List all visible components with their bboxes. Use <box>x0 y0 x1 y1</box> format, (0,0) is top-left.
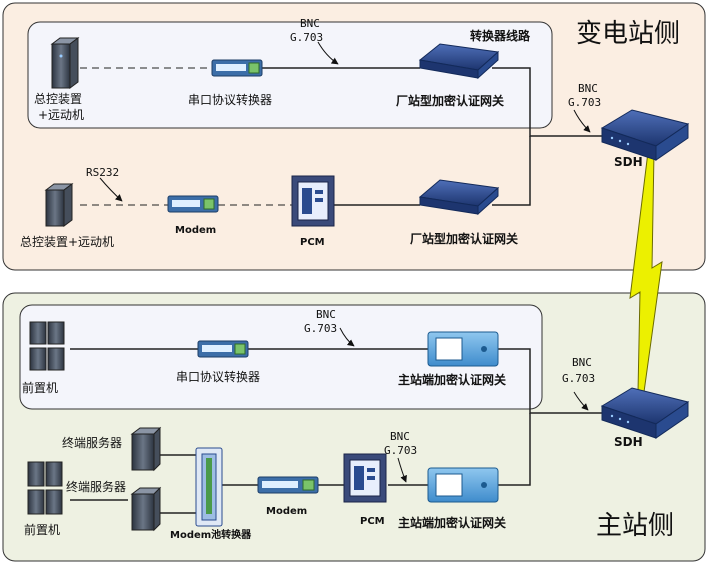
sdh-label: SDH <box>614 155 643 169</box>
bnc-pointer-top <box>317 41 339 65</box>
g703-label: G.703 <box>568 96 601 109</box>
bnc-label: BNC <box>316 308 336 321</box>
gateway-label: 厂站型加密认证网关 <box>396 93 504 108</box>
control-device-label-line2: +远动机 <box>38 108 84 122</box>
serial-converter-icon <box>197 340 249 358</box>
serial-converter-label: 串口协议转换器 <box>176 369 260 384</box>
link-gw3-sdh <box>498 348 604 414</box>
g703-label: G.703 <box>290 31 323 44</box>
gateway-icon <box>418 43 500 80</box>
bnc-pointer-pcm <box>397 457 407 483</box>
gateway-label: 主站端加密认证网关 <box>398 515 506 530</box>
gateway-icon <box>418 179 500 216</box>
frontend-label: 前置机 <box>22 380 58 395</box>
frontend-label: 前置机 <box>24 522 60 537</box>
bnc-label: BNC <box>300 17 320 30</box>
bnc-pointer-sdh-top <box>573 109 591 133</box>
pcm-icon <box>291 175 335 227</box>
gateway-label: 主站端加密认证网关 <box>398 372 506 387</box>
modem-pool-label: Modem池转换器 <box>170 528 252 541</box>
server-icon <box>44 183 74 227</box>
gateway-label: 厂站型加密认证网关 <box>410 231 518 246</box>
terminal-server-label: 终端服务器 <box>62 435 122 450</box>
control-device-label: 总控装置+远动机 <box>20 235 114 249</box>
server-icon <box>50 37 80 89</box>
modem-icon <box>257 476 319 494</box>
substation-title: 变电站侧 <box>576 19 680 49</box>
pcm-label: PCM <box>300 237 325 248</box>
pcm-icon <box>343 453 387 503</box>
terminal-server-icon <box>130 486 162 532</box>
sdh-icon <box>600 387 690 439</box>
rs232-label: RS232 <box>86 166 119 179</box>
master-title: 主站侧 <box>596 511 674 541</box>
modem-icon <box>167 195 219 213</box>
top-inner-box <box>27 21 553 129</box>
serial-converter-label: 串口协议转换器 <box>188 92 272 107</box>
sdh-label: SDH <box>614 435 643 449</box>
rs232-pointer <box>99 177 123 202</box>
frontend-server-icon <box>29 321 65 371</box>
bottom-inner-box <box>19 304 543 410</box>
bnc-pointer-sdh-bottom <box>573 391 589 411</box>
serial-converter-icon <box>211 59 263 77</box>
converter-line-label: 转换器线路 <box>470 28 531 43</box>
bnc-label: BNC <box>578 82 598 95</box>
modem-label: Modem <box>266 506 307 517</box>
link-gw2-sdh <box>492 136 531 206</box>
master-gateway-icon <box>427 467 499 503</box>
g703-label: G.703 <box>304 322 337 335</box>
g703-label: G.703 <box>562 372 595 385</box>
bnc-label: BNC <box>572 356 592 369</box>
sdh-icon <box>600 109 690 161</box>
bnc-label: BNC <box>390 430 410 443</box>
bnc-pointer-bottom <box>339 327 355 347</box>
terminal-server-label: 终端服务器 <box>66 479 126 494</box>
frontend-server-icon <box>27 461 63 515</box>
modem-label: Modem <box>175 225 216 236</box>
pcm-label: PCM <box>360 516 385 527</box>
control-device-label-line1: 总控装置 <box>34 92 82 106</box>
g703-label: G.703 <box>384 444 417 457</box>
master-gateway-icon <box>427 331 499 367</box>
terminal-server-icon <box>130 426 162 472</box>
link-gw1-sdh <box>492 67 604 137</box>
modem-pool-icon <box>195 447 223 527</box>
link-gw4-sdh <box>498 413 531 486</box>
